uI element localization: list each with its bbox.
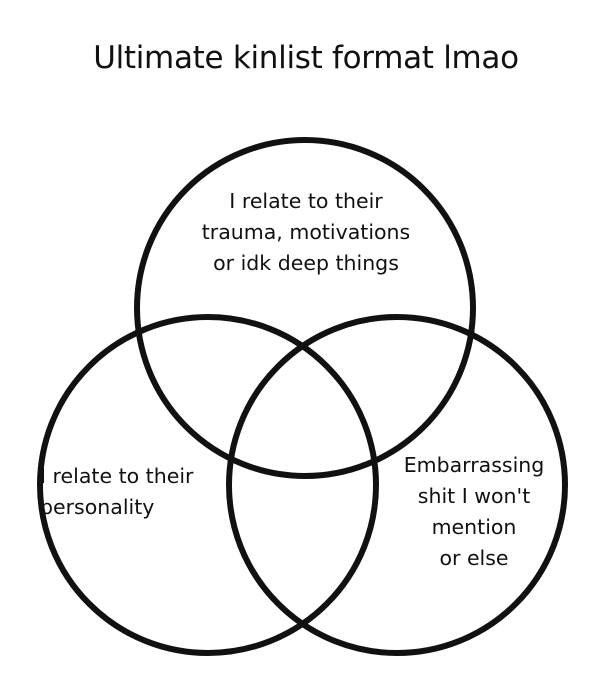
circle-left [37,314,379,656]
circle-left-label-line: I relate to their [40,464,194,488]
diagram-title: Ultimate kinlist format lmao [93,40,519,76]
circle-right-label: Embarrassing shit I won't mention or els… [404,450,545,574]
circle-top-label-line: trauma, motivations [201,220,411,244]
circle-right-label-line: shit I won't [417,484,531,508]
circle-right-label-line: Embarrassing [403,453,545,477]
circle-left-label-line: personality [40,495,155,519]
circle-top [134,137,476,479]
circle-right-label-line: or else [439,546,509,570]
circle-top-label-line: I relate to their [229,189,383,213]
circle-right-label-line: mention [431,515,517,539]
circle-right [226,314,568,656]
circle-left-label: I relate to their personality [40,461,193,523]
circle-top-label-line: or idk deep things [213,251,399,275]
circle-top-label: I relate to their trauma, motivations or… [202,186,410,279]
